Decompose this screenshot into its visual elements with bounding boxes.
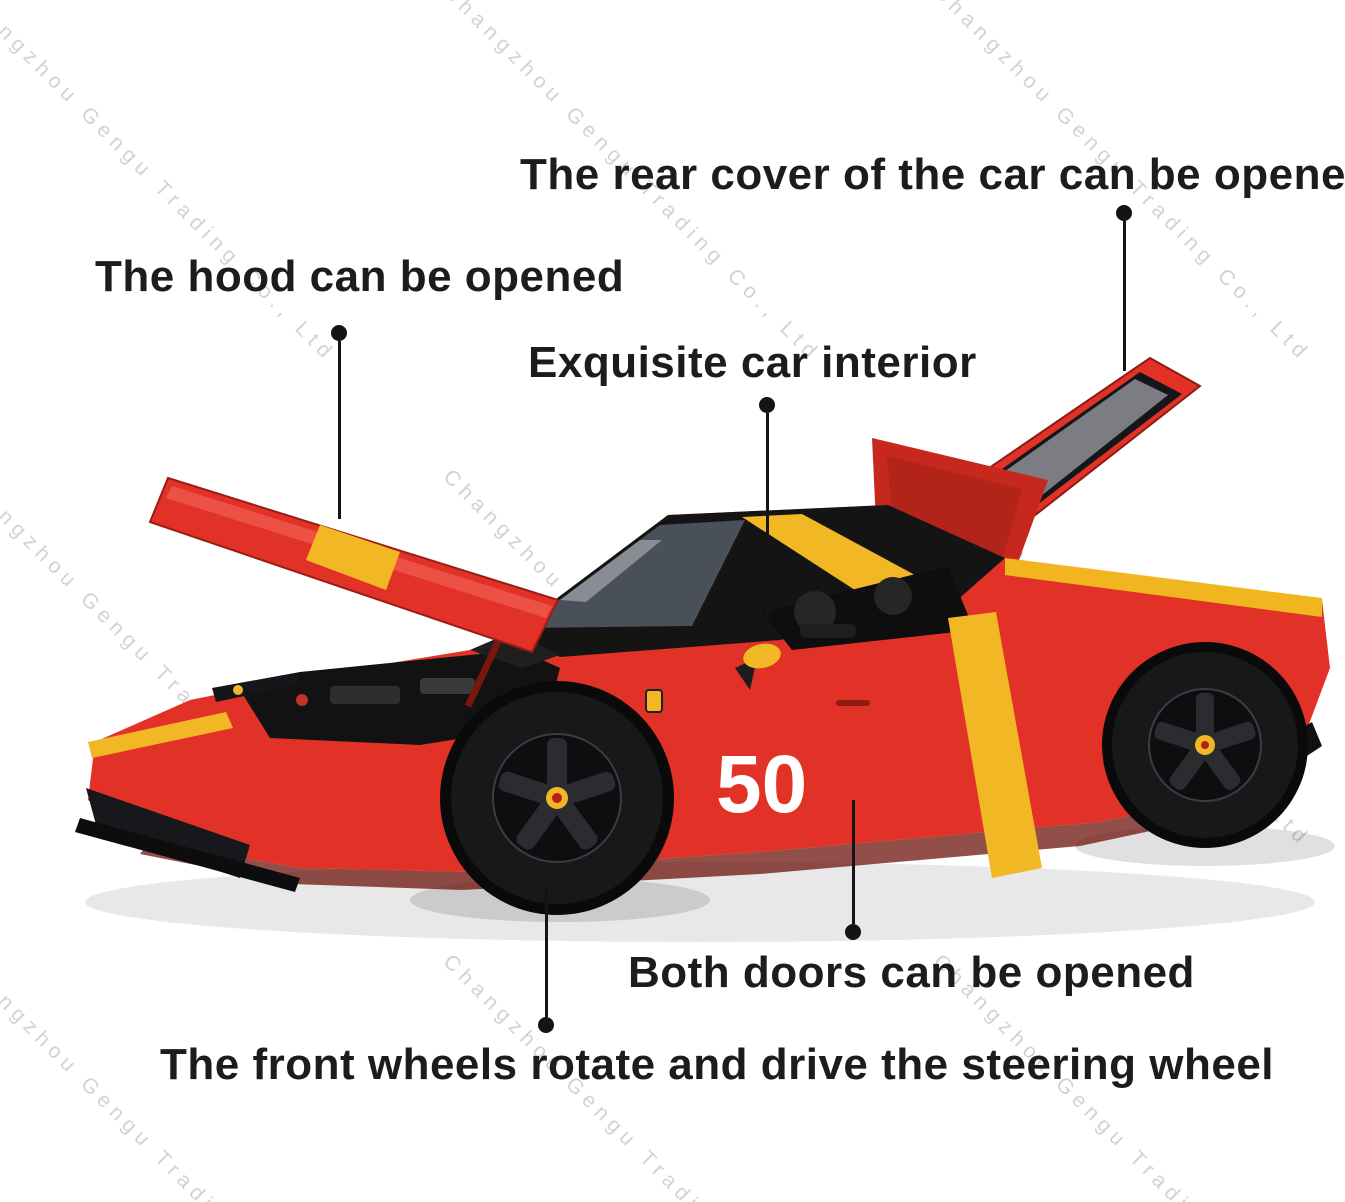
leader-dot-doors bbox=[845, 924, 861, 940]
roof-stripe bbox=[742, 514, 915, 592]
front-splitter bbox=[75, 818, 300, 892]
leader-dot-interior bbox=[759, 397, 775, 413]
label-doors: Both doors can be opened bbox=[628, 948, 1195, 997]
nose-stripe bbox=[88, 712, 233, 758]
leader-line-doors bbox=[852, 800, 855, 924]
label-hood: The hood can be opened bbox=[95, 252, 625, 301]
door-number: 50 bbox=[716, 739, 807, 830]
front-fascia bbox=[75, 672, 300, 892]
rear-wheel bbox=[1102, 642, 1308, 848]
leader-dot-hood bbox=[331, 325, 347, 341]
side-stripe bbox=[948, 612, 1042, 878]
label-rear-cover: The rear cover of the car can be opened bbox=[520, 150, 1345, 199]
windshield bbox=[522, 520, 745, 628]
headlight bbox=[212, 672, 300, 702]
leader-line-rear-cover bbox=[1123, 221, 1126, 371]
label-front-wheels: The front wheels rotate and drive the st… bbox=[160, 1040, 1275, 1089]
side-mirror bbox=[735, 643, 781, 690]
hood-panel bbox=[148, 476, 560, 708]
front-wheel bbox=[440, 681, 674, 915]
leader-line-hood bbox=[338, 341, 341, 519]
side-details: 50 bbox=[645, 612, 1042, 878]
hood-stripe bbox=[306, 525, 400, 590]
leader-dot-rear-cover bbox=[1116, 205, 1132, 221]
fender-badge bbox=[645, 689, 663, 713]
door-handle bbox=[836, 700, 870, 706]
leader-line-interior bbox=[766, 413, 769, 616]
car-interior bbox=[762, 566, 974, 650]
greenhouse bbox=[512, 505, 1005, 657]
leader-line-front-wheels bbox=[545, 885, 548, 1017]
label-interior: Exquisite car interior bbox=[528, 338, 977, 387]
rear-deck-stripe bbox=[1005, 558, 1322, 617]
leader-dot-front-wheels bbox=[538, 1017, 554, 1033]
